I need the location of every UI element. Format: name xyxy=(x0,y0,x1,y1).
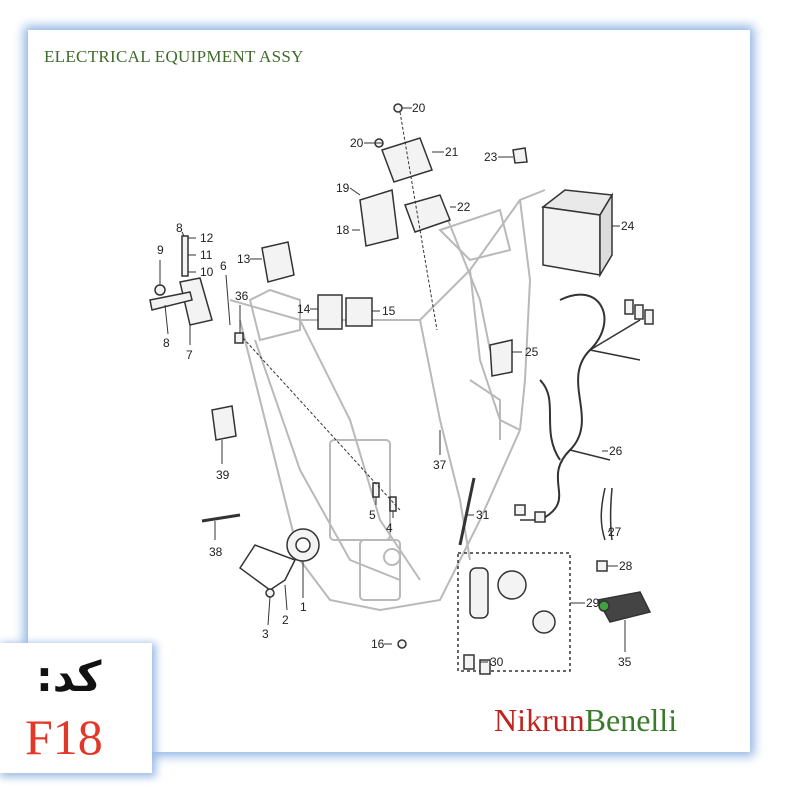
part-29a xyxy=(469,567,489,619)
callout-22: 22 xyxy=(457,200,471,214)
part-35-lamp xyxy=(598,600,610,612)
bracket-25 xyxy=(489,339,513,377)
part-5 xyxy=(372,482,380,498)
callout-7: 7 xyxy=(186,348,193,362)
connector-26d xyxy=(634,304,644,320)
code-label: کد: xyxy=(36,652,102,701)
connector-22 xyxy=(404,194,451,233)
callout-24: 24 xyxy=(621,219,635,233)
part-16 xyxy=(397,639,407,649)
callout-23: 23 xyxy=(484,150,498,164)
callout-29: 29 xyxy=(586,596,600,610)
bracket-7 xyxy=(179,277,213,326)
callout-labels: 20 20 21 23 19 22 18 24 8 12 9 11 13 6 1… xyxy=(157,101,635,669)
bracket-8 xyxy=(149,291,193,311)
horn-center-1 xyxy=(295,537,311,553)
part-36 xyxy=(234,332,244,344)
callout-20-left: 20 xyxy=(350,136,364,150)
code-value: F18 xyxy=(25,709,103,765)
callout-1: 1 xyxy=(300,600,307,614)
battery-side-24 xyxy=(599,192,613,278)
screw-20-top xyxy=(393,103,403,113)
brand-part2: Benelli xyxy=(584,702,678,738)
bracket-18 xyxy=(359,189,399,247)
bolt-3 xyxy=(265,588,275,598)
brand-logo: NikrunBenelli xyxy=(494,702,677,739)
motorcycle-frame xyxy=(229,189,546,612)
connector-26e xyxy=(644,309,654,325)
callout-37: 37 xyxy=(433,458,447,472)
callout-8-top: 8 xyxy=(176,221,183,235)
callout-30: 30 xyxy=(490,655,504,669)
callout-8-bottom: 8 xyxy=(163,336,170,350)
regulator-14 xyxy=(317,294,343,330)
battery-front-24 xyxy=(542,206,601,276)
diagram-title: ELECTRICAL EQUIPMENT ASSY xyxy=(44,47,304,66)
horn-bracket-2 xyxy=(238,544,297,591)
bolt-12 xyxy=(181,235,189,277)
group-box-29 xyxy=(457,552,571,672)
code-box xyxy=(0,643,152,773)
part-28 xyxy=(596,560,608,572)
connector-26b xyxy=(534,511,546,523)
callout-5: 5 xyxy=(369,508,376,522)
callout-38: 38 xyxy=(209,545,223,559)
callout-4: 4 xyxy=(386,521,393,535)
callout-36: 36 xyxy=(235,289,249,303)
leader-lines xyxy=(159,107,626,663)
ecu-21 xyxy=(381,137,433,183)
callout-20-top: 20 xyxy=(412,101,426,115)
part-30a xyxy=(463,654,475,670)
bolt-9 xyxy=(154,284,166,296)
callout-3: 3 xyxy=(262,627,269,641)
connector-26c xyxy=(624,299,634,315)
callout-19: 19 xyxy=(336,181,350,195)
callout-31: 31 xyxy=(476,508,490,522)
callout-11: 11 xyxy=(200,248,213,262)
part-29b xyxy=(497,570,527,600)
regulator-15 xyxy=(345,297,373,327)
wiring-harness-loop-26 xyxy=(539,379,561,461)
callout-25: 25 xyxy=(525,345,539,359)
callout-27: 27 xyxy=(608,525,622,539)
callout-9: 9 xyxy=(157,243,164,257)
callout-21: 21 xyxy=(445,145,459,159)
clip-23 xyxy=(512,147,528,164)
callout-2: 2 xyxy=(282,613,289,627)
part-30b xyxy=(479,659,491,675)
callout-35: 35 xyxy=(618,655,632,669)
cable-27 xyxy=(600,487,613,541)
callout-15: 15 xyxy=(382,304,396,318)
callout-10: 10 xyxy=(200,265,214,279)
bolt-38 xyxy=(201,513,241,523)
brand-part1: Nikrun xyxy=(494,702,585,738)
callout-6: 6 xyxy=(220,259,227,273)
callout-28: 28 xyxy=(619,559,633,573)
part-29c xyxy=(532,610,556,634)
cable-tie-31 xyxy=(458,477,476,546)
parts xyxy=(149,103,654,675)
callout-18: 18 xyxy=(336,223,350,237)
part-35 xyxy=(596,591,652,623)
callout-13: 13 xyxy=(237,252,251,266)
callout-16: 16 xyxy=(371,637,385,651)
callout-39: 39 xyxy=(216,468,230,482)
callout-14: 14 xyxy=(297,302,311,316)
wiring-harness-26 xyxy=(539,293,606,521)
connector-26a xyxy=(514,504,526,516)
callout-12: 12 xyxy=(200,231,214,245)
relay-39 xyxy=(211,405,237,441)
relay-13 xyxy=(261,241,295,283)
callout-26: 26 xyxy=(609,444,623,458)
wiring-harness-branches-26 xyxy=(520,319,641,521)
